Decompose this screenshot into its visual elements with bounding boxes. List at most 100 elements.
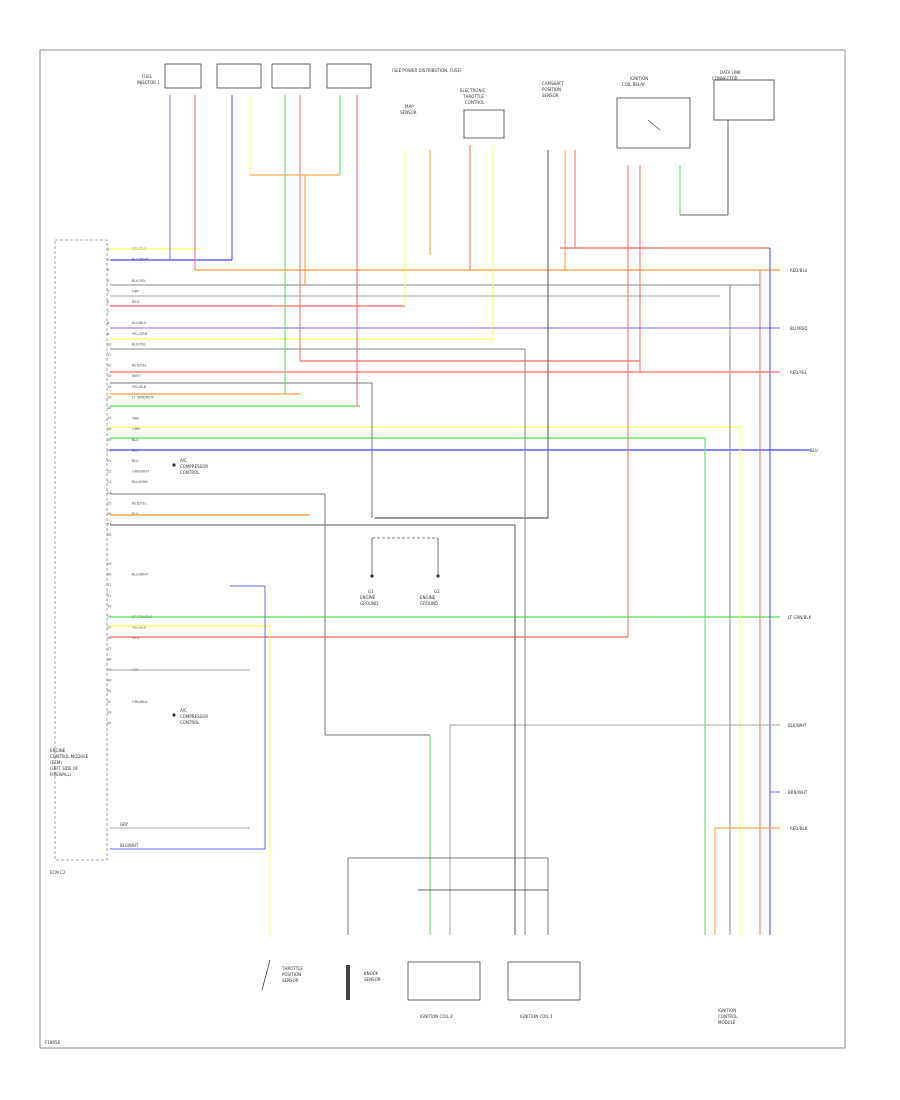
ecm-pin-list: 1YEL/BLU2BLU/WHT34BLK/YEL5GRY6RED78BLU/B…: [107, 247, 155, 725]
knock-sensor: KNOCK SENSOR: [346, 965, 381, 1000]
svg-text:DATA LINK: DATA LINK: [720, 70, 741, 75]
svg-text:SENSOR: SENSOR: [400, 110, 417, 115]
sensor-b: ELECTRONIC THROTTLE CONTROL: [460, 88, 505, 139]
ecm-pin-32: 32: [107, 594, 111, 598]
ecm-pin-40: 40: [107, 679, 111, 683]
ground-g1: G1 ENGINE GROUND: [360, 538, 378, 606]
ecm-pin-label-35: YEL/BLK: [132, 626, 147, 630]
svg-text:CONTROL: CONTROL: [180, 470, 200, 475]
bottom-left-label-blu-wht: BLU/WHT: [120, 843, 139, 848]
svg-text:POSITION: POSITION: [542, 87, 561, 92]
ecm-pin-24: 24: [107, 491, 112, 495]
ecm-pin-41: 41: [107, 689, 111, 693]
label-lt-grn-blk: LT GRN/BLK: [788, 615, 812, 620]
ecm-sub-label: ECM C2: [50, 870, 66, 875]
ecm-pin-label-23: BLU/GRN: [132, 480, 148, 484]
ecm-pin-label-8: BLU/BLK: [132, 321, 147, 325]
svg-text:POSITION: POSITION: [282, 972, 301, 977]
ecm-pin-43: 43: [107, 710, 111, 714]
ignition-control-module: IGNITION CONTROL MODULE: [718, 1008, 738, 1025]
ecm-pin-label-17: TAN: [131, 417, 139, 421]
ecm-pin-12: 12: [107, 364, 111, 368]
svg-text:SENSOR: SENSOR: [282, 978, 299, 983]
svg-text:(LEFT SIDE OF: (LEFT SIDE OF: [50, 766, 79, 771]
svg-text:(ECM): (ECM): [50, 760, 62, 765]
bottom-left-label-gry: GRY: [120, 822, 129, 827]
ground-g2: G2 ENGINE GROUND: [420, 538, 440, 606]
page-id: F18856: [45, 1040, 60, 1045]
ecm-pin-30: 30: [107, 573, 111, 577]
wires: [110, 95, 810, 935]
ecm-pin-42: 42: [107, 700, 111, 704]
ecm-pin-21: 21: [107, 459, 111, 463]
ecm-pin-label-13: WHT: [132, 374, 141, 378]
svg-text:THROTTLE: THROTTLE: [462, 94, 484, 99]
ecm-pin-27: 27: [107, 523, 111, 527]
ecm-pin-6: 6: [107, 300, 109, 304]
ecm-pin-35: 35: [107, 626, 111, 630]
svg-text:G1: G1: [368, 589, 374, 594]
svg-text:COIL RELAY: COIL RELAY: [622, 82, 646, 87]
label-red-blk: RED/BLK: [790, 826, 808, 831]
ecm-pin-label-22: GRN/WHT: [132, 470, 150, 474]
right-wire-labels: RED/BLU BLU/RED RED/YEL BLU LT GRN/BLK B…: [788, 268, 818, 831]
svg-text:GROUND: GROUND: [360, 601, 378, 606]
ecm-pin-label-42: GRN/BLK: [132, 700, 148, 704]
coil-upper-1-label-2: INJECTOR 1: [137, 80, 160, 85]
svg-text:IGNITION COIL 2: IGNITION COIL 2: [420, 1014, 453, 1019]
ecm-pin-23: 23: [107, 480, 111, 484]
coil-upper-1: FUEL INJECTOR 1: [137, 63, 202, 89]
ignition-coil-2: IGNITION COIL 2: [407, 961, 481, 1019]
ecm-pin-4: 4: [107, 279, 110, 283]
ecm-pin-label-30: BLU/WHT: [132, 573, 149, 577]
ecm-pin-22: 22: [107, 470, 111, 474]
ecm-pin-37: 37: [107, 647, 111, 651]
svg-text:COMPRESSOR: COMPRESSOR: [180, 464, 208, 469]
svg-text:COMPRESSOR: COMPRESSOR: [180, 714, 208, 719]
ecm-pin-label-12: RED/YEL: [132, 364, 147, 368]
svg-text:G2: G2: [434, 589, 440, 594]
sensor-c: CAMSHAFT POSITION SENSOR: [542, 81, 564, 98]
ecm-pin-38: 38: [107, 657, 111, 661]
coil-upper-2: [216, 63, 262, 89]
svg-text:CONTROL MODULE: CONTROL MODULE: [50, 754, 89, 759]
diagram-frame: [39, 49, 846, 1049]
svg-text:CONTROL: CONTROL: [718, 1014, 738, 1019]
ecm-pin-8: 8: [107, 321, 109, 325]
svg-text:MAP: MAP: [405, 104, 414, 109]
ecm-pin-29: 29: [107, 562, 111, 566]
ecm-pin-36: 36: [107, 636, 111, 640]
data-link-connector: DATA LINK CONNECTOR: [712, 70, 775, 121]
ignition-coil-1: IGNITION COIL 1: [507, 961, 581, 1019]
svg-text:IGNITION: IGNITION: [630, 76, 648, 81]
ecm-pin-19: 19: [107, 438, 111, 442]
header-note: (SEE POWER DISTRIBUTION, FUSE): [392, 68, 462, 73]
ecm-pin-13: 13: [107, 374, 111, 378]
svg-text:CONNECTOR: CONNECTOR: [712, 76, 738, 81]
ecm-pin-25: 25: [107, 501, 111, 505]
ecm-pin-7: 7: [107, 311, 109, 315]
ecm-pin-label-14: YEL/BLK: [132, 385, 147, 389]
note-2: A/C COMPRESSOR CONTROL: [172, 708, 208, 725]
svg-text:A/C: A/C: [180, 708, 187, 713]
ecm-pin-11: 11: [107, 353, 111, 357]
ecm-pin-label-19: BLU: [132, 438, 139, 442]
ecm-pin-39: 39: [107, 668, 111, 672]
ecm-pin-label-9: YEL/GRN: [132, 332, 148, 336]
label-brn-wht: BRN/WHT: [788, 790, 808, 795]
svg-text:A/C: A/C: [180, 458, 187, 463]
ecm-pin-label-18: GRN: [132, 427, 140, 431]
svg-text:SENSOR: SENSOR: [364, 977, 381, 982]
svg-text:ELECTRONIC: ELECTRONIC: [460, 88, 486, 93]
label-red-blu: RED/BLU: [790, 268, 808, 273]
svg-text:IGNITION COIL 1: IGNITION COIL 1: [520, 1014, 553, 1019]
coil-upper-3: [271, 63, 311, 89]
ecm-pin-14: 14: [107, 385, 112, 389]
ecm-pin-31: 31: [107, 583, 111, 587]
ecm-pin-33: 33: [107, 604, 111, 608]
ecm-pin-2: 2: [107, 258, 109, 262]
svg-text:SENSOR: SENSOR: [542, 93, 559, 98]
ignition-coil-relay: IGNITION COIL RELAY: [616, 76, 691, 149]
ecm-pin-26: 26: [107, 512, 111, 516]
ecm-pin-16: 16: [107, 406, 111, 410]
